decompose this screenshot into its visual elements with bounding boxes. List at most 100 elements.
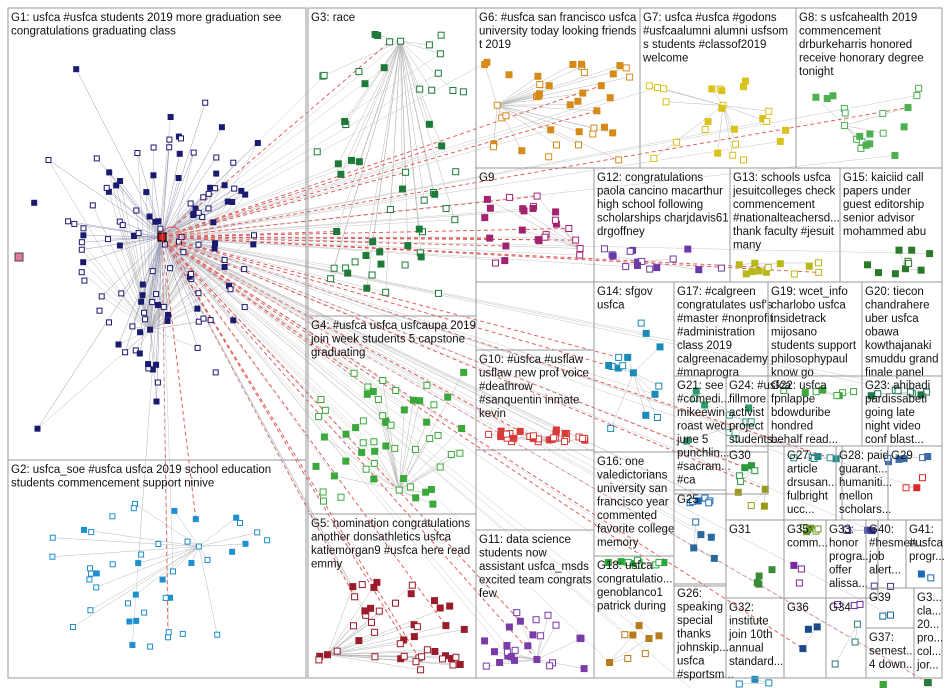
group-label-line: G30 [729, 450, 751, 462]
node [427, 486, 435, 493]
node [320, 71, 328, 79]
node [229, 548, 236, 555]
node [404, 242, 412, 250]
node [377, 260, 385, 268]
edge [161, 236, 169, 315]
node [516, 617, 524, 625]
edge [696, 390, 747, 423]
node [503, 642, 511, 649]
edge [161, 236, 650, 639]
node [780, 387, 788, 394]
group-label-line: #nationalteachersd... [733, 213, 840, 225]
node [737, 477, 745, 485]
node [199, 214, 206, 220]
edge [161, 53, 441, 238]
group-g41: G41:#usfcaprogr... [905, 519, 945, 589]
edge [161, 236, 198, 348]
node [412, 494, 420, 502]
node [572, 236, 580, 244]
group-box [7, 459, 307, 679]
node [815, 268, 823, 276]
edge [522, 229, 581, 249]
edge [81, 249, 151, 330]
node [369, 238, 377, 246]
edge [68, 221, 163, 238]
node [176, 150, 183, 157]
node [580, 665, 588, 673]
edge [327, 610, 366, 655]
node [420, 196, 428, 204]
node [442, 205, 450, 213]
node [122, 349, 129, 356]
node [330, 264, 338, 272]
group-g33: G33:honorprogra...offeralissa... [825, 519, 879, 599]
group-label-line: fpnlappe [771, 394, 815, 406]
node [324, 651, 331, 659]
node [691, 394, 699, 402]
node [361, 607, 369, 615]
node [544, 611, 552, 619]
group-label-line: #mnaprogra [677, 367, 740, 379]
edge [161, 236, 508, 657]
node [456, 661, 464, 668]
node [690, 544, 698, 552]
group-label-line: punchlin... [677, 448, 729, 460]
node [250, 241, 257, 248]
edge [161, 236, 353, 587]
edge [161, 236, 434, 505]
node [452, 653, 460, 661]
node [452, 168, 460, 176]
node [833, 392, 841, 399]
node [550, 434, 558, 442]
group-g3x: G3...cla...20...pro...col...jor... [913, 587, 943, 679]
group-label-line: s students #classof2019 [643, 39, 766, 51]
node [237, 520, 243, 526]
node [230, 159, 237, 166]
group-label-line: #comedi... [677, 394, 730, 406]
node [578, 60, 585, 68]
edge [144, 236, 163, 320]
node [856, 600, 864, 608]
group-g30: G30 [725, 445, 785, 521]
node [905, 259, 913, 267]
group-label-line: 4 down... [869, 659, 916, 671]
group-label-line: usfca [677, 656, 705, 668]
group-label-line: alert... [869, 565, 901, 577]
group-label-line: speaking [677, 602, 723, 614]
edge [633, 372, 647, 416]
edge [161, 127, 223, 238]
group-label-line: emmy [311, 559, 343, 571]
edge [161, 210, 525, 238]
node [436, 50, 444, 58]
node [609, 252, 617, 260]
node [694, 497, 702, 505]
node [130, 505, 137, 512]
node [150, 144, 157, 151]
edge-highlight [161, 236, 769, 269]
group-label-line: katiemorgan9 #usfca here read [311, 545, 470, 557]
node [747, 418, 755, 426]
group-label-line: G16: one [597, 456, 644, 468]
node [364, 383, 372, 391]
node [242, 540, 249, 547]
node [717, 264, 725, 272]
edge [390, 41, 401, 210]
node [157, 225, 164, 232]
node [718, 87, 726, 95]
node [662, 98, 670, 106]
group-label-line: commented [597, 510, 657, 522]
node [162, 594, 169, 601]
node [887, 611, 894, 619]
group-label-line: congratulations graduating class [11, 26, 176, 38]
node [714, 149, 722, 157]
edge [693, 521, 696, 548]
node [371, 628, 379, 636]
group-label-line: jesuitcolleges check [732, 186, 836, 198]
node [891, 152, 899, 159]
edge [90, 546, 200, 611]
group-label-line: bdowduribe [771, 407, 830, 419]
node [815, 259, 822, 267]
node [363, 390, 371, 398]
group-label-line: cla... [917, 606, 941, 618]
